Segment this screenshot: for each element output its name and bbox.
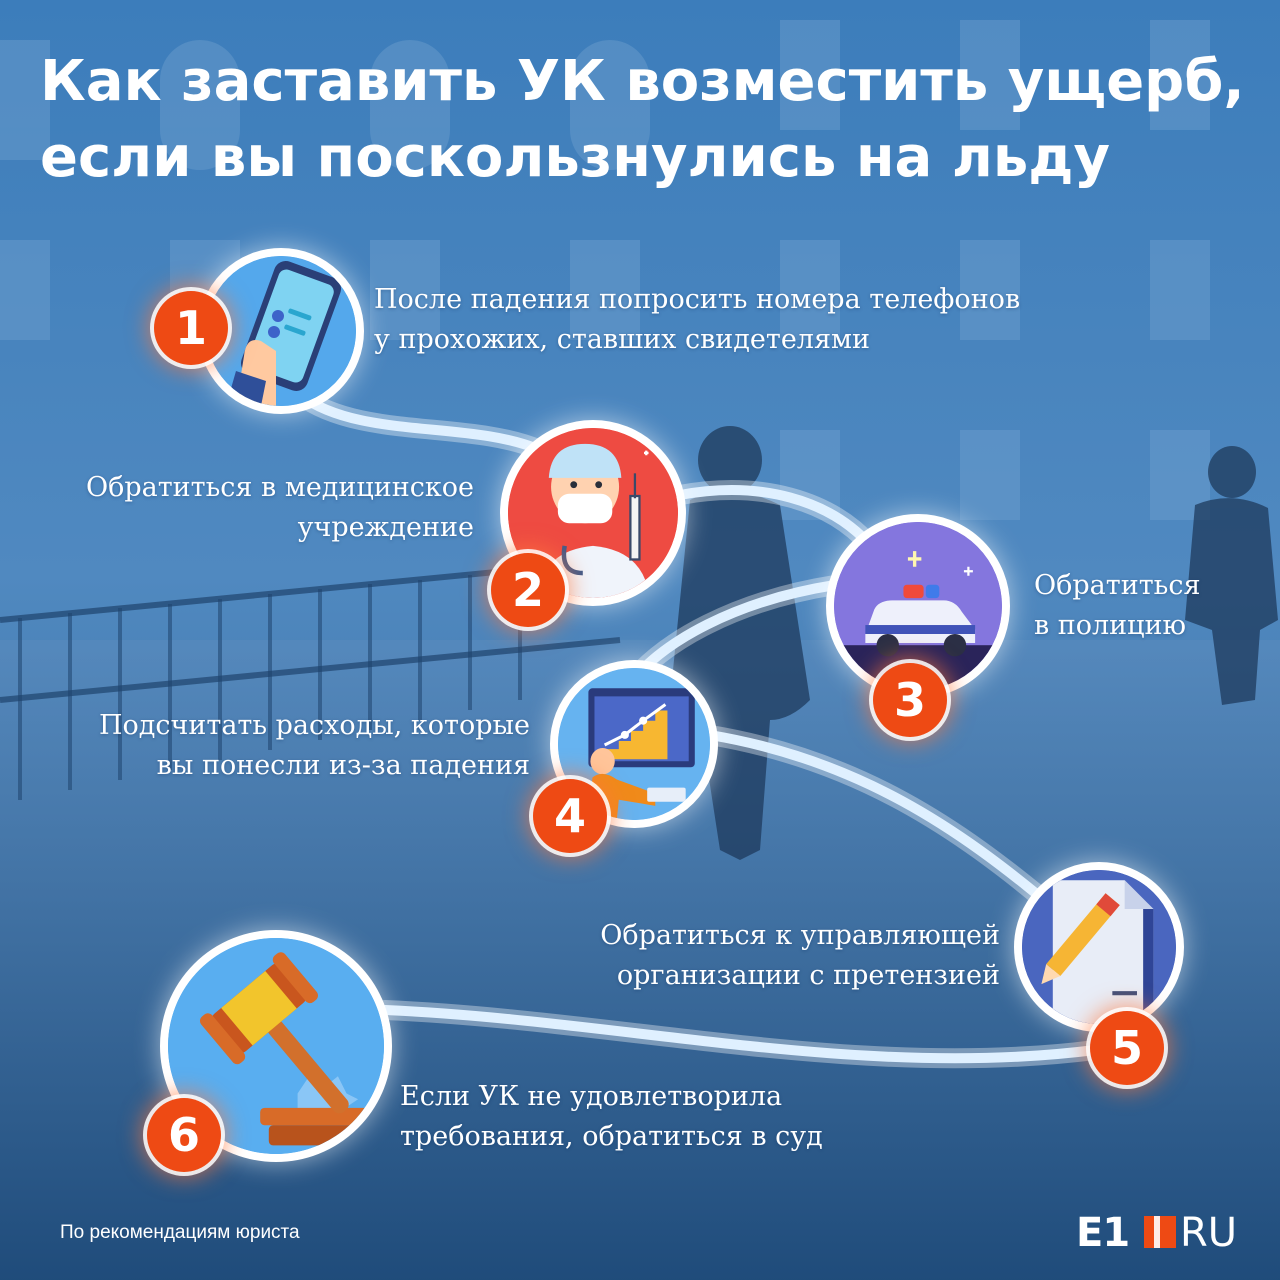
step-2-text-line-1: Обратиться в медицинское [85, 472, 474, 503]
step-3-text: Обратиться в полицию [1034, 566, 1201, 646]
step-5-text: Обратиться к управляющей организации с п… [600, 916, 1000, 996]
logo-square-icon [1144, 1216, 1176, 1248]
step-2-text: Обратиться в медицинское учреждение [86, 468, 474, 548]
step-1-text-line-1: После падения попросить номера телефонов [374, 284, 1021, 315]
step-6-number-badge: 6 [147, 1098, 221, 1172]
logo-ru-text: RU [1180, 1210, 1238, 1256]
step-1-number-badge: 1 [154, 291, 228, 365]
step-1-illustration [198, 248, 364, 414]
step-5-illustration [1014, 862, 1184, 1032]
judge-gavel-icon [168, 938, 384, 1154]
page-title: Как заставить УК возместить ущерб, если … [40, 44, 1245, 196]
logo-e1-text: E1 [1076, 1210, 1130, 1256]
step-5-text-line-1: Обратиться к управляющей [600, 920, 1000, 951]
source-note: По рекомендациям юриста [60, 1222, 300, 1243]
step-2-text-line-2: учреждение [297, 512, 474, 543]
step-6-text-line-2: требования, обратиться в суд [400, 1121, 823, 1152]
step-5-text-line-2: организации с претензией [616, 960, 1000, 991]
step-1-text-line-2: у прохожих, ставших свидетелями [374, 324, 870, 355]
title-line-1: Как заставить УК возместить ущерб, [40, 49, 1245, 114]
step-3-number-badge: 3 [873, 663, 947, 737]
step-6-illustration [160, 930, 392, 1162]
step-2-illustration [500, 420, 686, 606]
step-3-illustration [826, 514, 1010, 698]
step-6-text-line-1: Если УК не удовлетворила [400, 1081, 783, 1112]
step-4-text-line-2: вы понесли из-за падения [156, 750, 530, 781]
step-3-text-line-2: в полицию [1034, 610, 1187, 641]
step-5-number-badge: 5 [1090, 1011, 1164, 1085]
step-1-text: После падения попросить номера телефонов… [374, 280, 1020, 360]
step-4-text: Подсчитать расходы, которые вы понесли и… [99, 706, 530, 786]
step-4-number-badge: 4 [533, 779, 607, 853]
smartphone-hand-icon [206, 256, 356, 406]
step-2-number-badge: 2 [491, 553, 565, 627]
step-3-text-line-1: Обратиться [1034, 570, 1201, 601]
e1-ru-logo: E1 RU [1076, 1210, 1246, 1256]
step-6-text: Если УК не удовлетворила требования, обр… [400, 1077, 823, 1157]
document-pencil-icon [1022, 870, 1176, 1024]
title-line-2: если вы поскользнулись на льду [40, 125, 1110, 190]
growth-chart-icon [558, 668, 710, 820]
step-4-text-line-1: Подсчитать расходы, которые [99, 710, 530, 741]
